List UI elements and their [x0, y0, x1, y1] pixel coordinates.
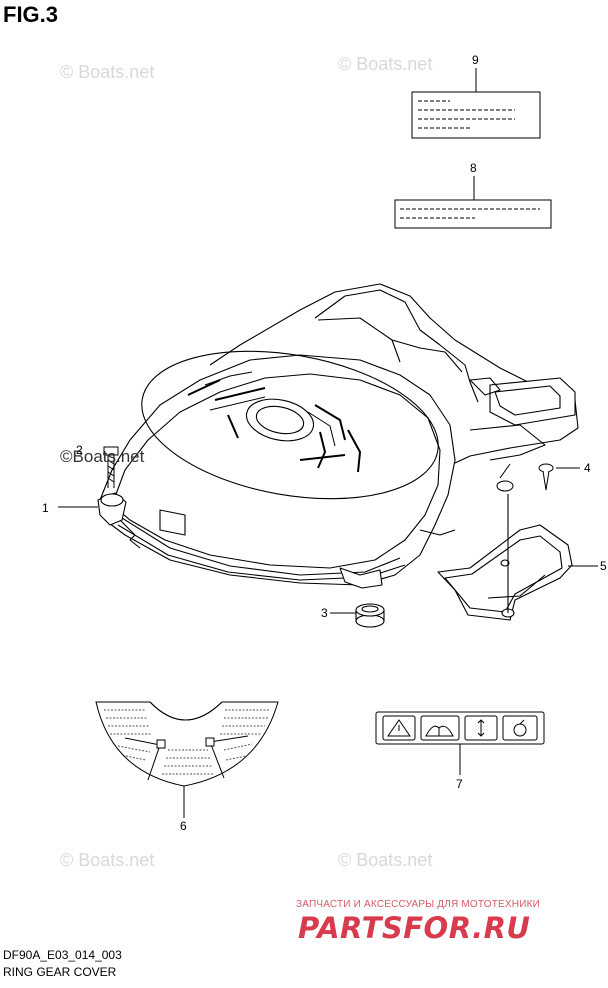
watermark: © Boats.net	[60, 850, 154, 870]
watermark: © Boats.net	[338, 54, 432, 74]
callout-number-1: 1	[42, 501, 49, 515]
callout-number-9: 9	[472, 53, 479, 67]
callout-number-8: 8	[470, 161, 477, 175]
figure-title: FIG.3	[3, 2, 59, 27]
ring-gear-cover	[97, 283, 579, 589]
callout-number-5: 5	[600, 559, 607, 573]
callout-number-3: 3	[321, 606, 328, 620]
label-part-8	[394, 176, 552, 229]
callout-number-2: 2	[76, 443, 83, 457]
callout-number-7: 7	[456, 777, 463, 791]
warning-label-part-7	[375, 711, 545, 775]
watermark: © Boats.net	[60, 62, 154, 82]
watermark-overlay: ©Boats.net	[60, 447, 145, 466]
grommet-part-3	[355, 603, 385, 628]
watermark-group: © Boats.net © Boats.net © Boats.net © Bo…	[60, 54, 432, 870]
arc-label-part-6	[95, 701, 279, 818]
shop-logo: PARTSFOR.RU	[298, 911, 531, 945]
bolt-part-2	[103, 446, 119, 488]
diagram-code: DF90A_E03_014_003	[3, 948, 122, 962]
label-part-9	[411, 68, 541, 139]
watermark: © Boats.net	[338, 850, 432, 870]
leader-lines	[58, 467, 598, 614]
diagram-name: RING GEAR COVER	[3, 965, 117, 979]
callout-number-6: 6	[180, 819, 187, 833]
screw-part-4	[496, 463, 554, 492]
shop-tagline: ЗАПЧАСТИ И АКСЕССУАРЫ ДЛЯ МОТОТЕХНИКИ	[296, 899, 541, 910]
bracket-part-5	[437, 494, 573, 621]
callout-number-4: 4	[584, 461, 591, 475]
